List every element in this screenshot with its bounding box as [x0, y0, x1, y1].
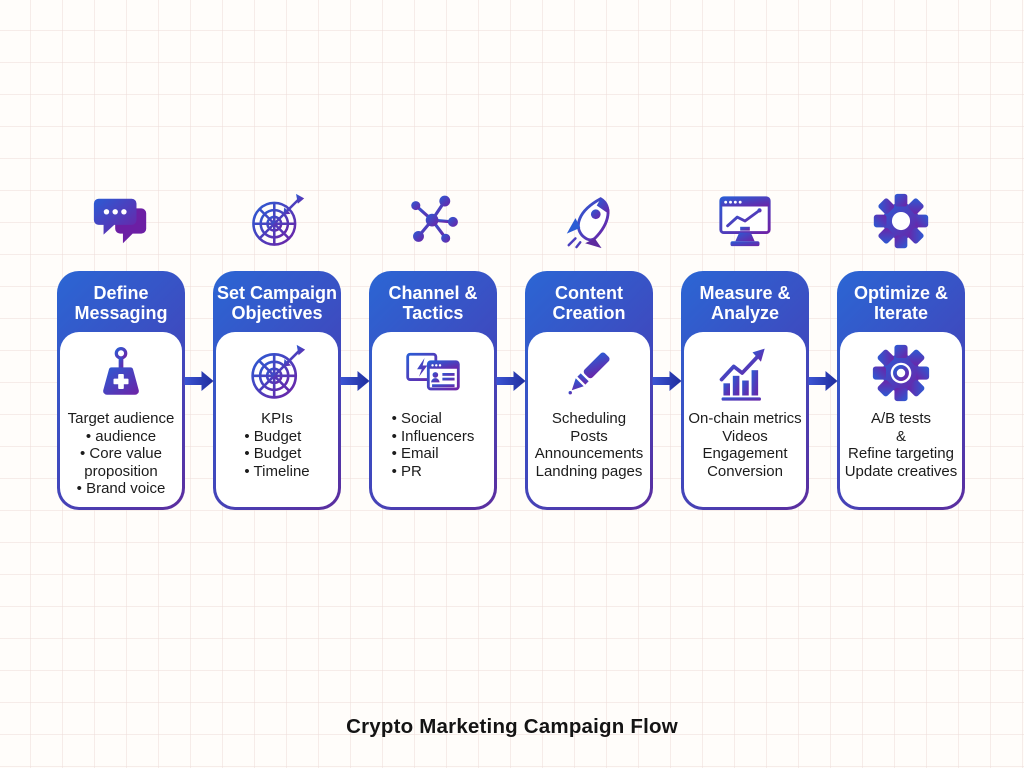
stage-header-line: Analyze — [710, 302, 780, 323]
network-icon — [400, 192, 466, 250]
stage-item: Target audience — [67, 410, 175, 427]
stage-card-set-campaign-objectives: Set Campaign Objectives — [213, 271, 341, 510]
stage-item: • Budget — [244, 427, 302, 445]
stage-header-line: Content — [555, 282, 623, 303]
diagram-title: Crypto Marketing Campaign Flow — [346, 715, 678, 738]
stage-card-channel-tactics: Channel & Tactics — [369, 271, 497, 510]
monitor-chart-icon — [712, 192, 778, 250]
pen-icon — [559, 343, 619, 403]
stage-body: • Social • Influencers • Email • PR — [372, 332, 494, 507]
flow-arrow-icon — [184, 371, 214, 391]
stage-bullet-group: • Social • Influencers • Email • PR — [392, 410, 475, 480]
stage-header-line: Optimize & — [853, 282, 948, 303]
stage-header-line: Define — [93, 282, 149, 303]
stage-column-optimize-iterate: Optimize & Iterate — [837, 192, 965, 510]
stage-body: Target audience • audience • Core value … — [60, 332, 182, 507]
stage-column-measure-analyze: Measure & Analyze — [681, 192, 809, 510]
flow-arrow-icon — [340, 371, 370, 391]
flow-arrow-icon — [652, 371, 682, 391]
stage-item: Posts — [570, 427, 608, 445]
stage-item: & — [895, 427, 906, 445]
stage-item-list: KPIs • Budget • Budget • Timeline — [217, 410, 337, 480]
stage-item: • Core value proposition — [80, 445, 162, 480]
stage-header: Content Creation — [525, 271, 653, 332]
stage-item: On-chain metrics — [688, 410, 802, 427]
dartboard-icon — [244, 192, 310, 250]
stage-item: • Influencers — [391, 427, 475, 445]
stage-column-define-messaging: Define Messaging Target audience • audie… — [57, 192, 185, 510]
stage-header: Set Campaign Objectives — [213, 271, 341, 332]
stage-body: A/B tests & Refine targeting Update crea… — [840, 332, 962, 507]
stage-header-line: Measure & — [699, 282, 791, 303]
stage-item: Scheduling — [551, 410, 627, 427]
stage-card-optimize-iterate: Optimize & Iterate — [837, 271, 965, 510]
stage-item-list: Scheduling Posts Announcements Landning … — [529, 410, 649, 480]
browser-windows-icon — [403, 343, 463, 403]
stage-item-list: • Social • Influencers • Email • PR — [373, 410, 493, 480]
stage-body: On-chain metrics Videos Engagement Conve… — [684, 332, 806, 507]
stage-item: Update creatives — [844, 462, 958, 480]
stage-item: • Email — [391, 445, 439, 462]
stage-item: KPIs — [261, 410, 293, 427]
stage-header-line: Iterate — [873, 302, 929, 323]
chat-bubbles-icon — [88, 192, 154, 250]
bar-chart-growth-icon — [715, 343, 775, 403]
stage-header-line: Tactics — [402, 302, 464, 323]
flow-row: Define Messaging Target audience • audie… — [57, 192, 965, 510]
stage-card-measure-analyze: Measure & Analyze — [681, 271, 809, 510]
stage-header: Define Messaging — [57, 271, 185, 332]
gear-icon — [868, 192, 934, 250]
stage-item: • PR — [391, 462, 422, 480]
stage-header-line: Objectives — [231, 302, 323, 323]
rocket-icon — [556, 192, 622, 250]
stage-column-set-campaign-objectives: Set Campaign Objectives — [213, 192, 341, 510]
stage-item-list: On-chain metrics Videos Engagement Conve… — [685, 410, 805, 480]
stage-item: Engagement — [702, 445, 788, 462]
stage-item: • Brand voice — [76, 480, 166, 497]
stage-card-define-messaging: Define Messaging Target audience • audie… — [57, 271, 185, 510]
stage-item: • Budget — [244, 445, 302, 462]
stage-header: Measure & Analyze — [681, 271, 809, 332]
stage-header: Optimize & Iterate — [837, 271, 965, 332]
dartboard-icon — [247, 343, 307, 403]
stage-item: A/B tests — [870, 410, 932, 427]
stage-header-line: Messaging — [74, 302, 168, 323]
stage-header-line: Set Campaign — [216, 282, 338, 303]
gear-ring-icon — [871, 343, 931, 403]
flow-arrow-icon — [808, 371, 838, 391]
flow-arrow-icon — [496, 371, 526, 391]
stage-header-line: Creation — [552, 302, 626, 323]
stage-header: Channel & Tactics — [369, 271, 497, 332]
stage-column-content-creation: Content Creation Scheduling — [525, 192, 653, 510]
stage-item: Refine targeting — [848, 445, 954, 462]
stage-bullet-group: • Budget • Budget • Timeline — [244, 428, 309, 481]
stage-body: KPIs • Budget • Budget • Timeline — [216, 332, 338, 507]
stage-item: • Timeline — [244, 462, 310, 480]
stage-item: Videos — [722, 427, 768, 445]
stage-item: Announcements — [534, 445, 644, 462]
stage-card-content-creation: Content Creation Scheduling — [525, 271, 653, 510]
stage-column-channel-tactics: Channel & Tactics — [369, 192, 497, 510]
stage-item: • audience — [85, 427, 157, 445]
weight-icon — [91, 343, 151, 403]
stage-item: Conversion — [707, 462, 783, 480]
stage-body: Scheduling Posts Announcements Landning … — [528, 332, 650, 507]
stage-item-list: Target audience • audience • Core value … — [61, 410, 181, 498]
stage-item-list: A/B tests & Refine targeting Update crea… — [841, 410, 961, 480]
stage-item: • Social — [391, 410, 442, 427]
stage-item: Landning pages — [535, 462, 643, 480]
stage-header-line: Channel & — [388, 282, 478, 303]
